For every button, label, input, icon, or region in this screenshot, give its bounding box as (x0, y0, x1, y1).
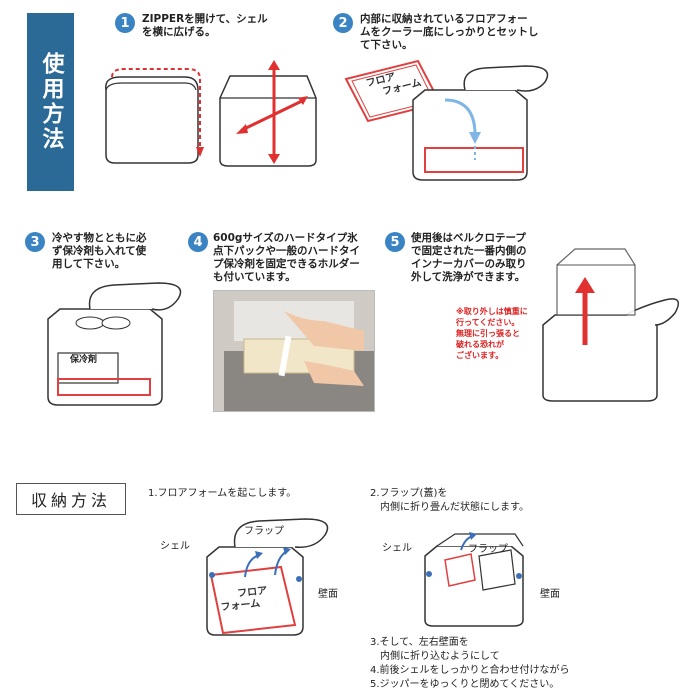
step-2-line-2: ムをクーラー底にしっかりとセットし (360, 26, 539, 38)
flap-label-1: フラップ (244, 526, 284, 537)
caution-note-line-1: ※取り外しは慎重に (456, 307, 528, 316)
step-4-line-3: プ保冷剤を固定できるホルダー (213, 258, 360, 270)
step-3-line-1: 冷やす物とともに必 (52, 232, 147, 244)
storage-step-3-line-2: 内側に折り込むようにして (380, 651, 500, 662)
storage-step-3-line-1: 3.そして、左右壁面を (370, 637, 469, 648)
usage-title-tab: 使用方法 (27, 13, 74, 191)
step-5-number: 5 (385, 232, 405, 252)
step-4-line-1: 600gサイズのハードタイプ氷 (213, 232, 358, 244)
caution-note-line-2: 行ってください。 (456, 318, 520, 327)
caution-note: ※取り外しは慎重に 行ってください。 無理に引っ張ると 破れる恐れが ございます… (456, 306, 528, 361)
caution-note-line-3: 無理に引っ張ると (456, 329, 520, 338)
step-5-line-3: インナーカバーのみ取り (411, 258, 527, 270)
storage-step-2-line-1: 2.フラップ(蓋)を (370, 488, 448, 499)
shell-label-1: シェル (160, 541, 190, 552)
step-5-line-2: で固定された一番内側の (411, 245, 527, 257)
step-4-text: 600gサイズのハードタイプ氷 点下パックや一般のハードタイ プ保冷剤を固定でき… (213, 232, 360, 284)
ice-pack-label: 保冷剤 (70, 355, 98, 365)
floor-foam-label-storage: フロア フォーム (219, 586, 269, 615)
storage-step-2: 2.フラップ(蓋)を 内側に折り畳んだ状態にします。 (370, 487, 529, 515)
step-2-line-1: 内部に収納されているフロアフォー (360, 13, 528, 25)
shell-label-2: シェル (382, 543, 412, 554)
holder-photo (213, 290, 375, 412)
step-4-line-4: も付いています。 (213, 271, 296, 283)
storage-step-1-illustration (206, 518, 329, 636)
storage-title-box: 収納方法 (16, 483, 126, 515)
storage-step-5-line: 5.ジッパーをゆっくりと閉めてください。 (370, 679, 560, 690)
inner-cover-removal-illustration (542, 248, 680, 402)
step-5-line-1: 使用後はベルクロテープ (411, 232, 526, 244)
step-5-line-4: 外して洗浄ができます。 (411, 271, 526, 283)
step-3-line-2: ず保冷剤も入れて使 (52, 245, 147, 257)
caution-note-line-4: 破れる恐れが (456, 340, 504, 349)
wall-label-1: 壁面 (318, 589, 338, 600)
step-4-line-2: 点下パックや一般のハードタイ (213, 245, 360, 257)
storage-step-1: 1.フロアフォームを起こします。 (148, 488, 297, 499)
step-3-number: 3 (25, 232, 45, 252)
step-2-line-3: て下さい。 (360, 39, 413, 51)
storage-step-3: 3.そして、左右壁面を 内側に折り込むようにして 4.前後シェルをしっかりと合わ… (370, 636, 570, 692)
flap-label-2: フラップ (468, 544, 508, 555)
step-5-text: 使用後はベルクロテープ で固定された一番内側の インナーカバーのみ取り 外して洗… (411, 232, 527, 284)
wall-label-2: 壁面 (540, 589, 560, 600)
step-1-text: ZIPPERを開けて、シェル を横に広げる。 (142, 13, 268, 39)
storage-step-4-line: 4.前後シェルをしっかりと合わせ付けながら (370, 665, 570, 676)
step-1-line-1: ZIPPERを開けて、シェル (142, 13, 268, 25)
step-2-number: 2 (333, 13, 353, 33)
caution-note-line-5: ございます。 (456, 351, 504, 360)
usage-title: 使用方法 (38, 52, 64, 152)
step-1-number: 1 (115, 13, 135, 33)
step-1-line-2: を横に広げる。 (142, 26, 216, 38)
holder-photo-drawing (214, 291, 374, 411)
opened-bag-illustration (219, 60, 317, 167)
step-2-text: 内部に収納されているフロアフォー ムをクーラー底にしっかりとセットし て下さい。 (360, 13, 539, 52)
storage-step-2-line-2: 内側に折り畳んだ状態にします。 (380, 502, 529, 513)
storage-title: 収納方法 (30, 491, 111, 510)
step-4-number: 4 (188, 232, 208, 252)
open-cooler-illustration (412, 65, 549, 181)
closed-bag-illustration (105, 68, 204, 164)
step-3-text: 冷やす物とともに必 ず保冷剤も入れて使 用して下さい。 (52, 232, 147, 271)
step-3-line-3: 用して下さい。 (52, 258, 126, 270)
storage-step-2-illustration (424, 532, 524, 627)
cooler-with-items-illustration (47, 282, 182, 406)
